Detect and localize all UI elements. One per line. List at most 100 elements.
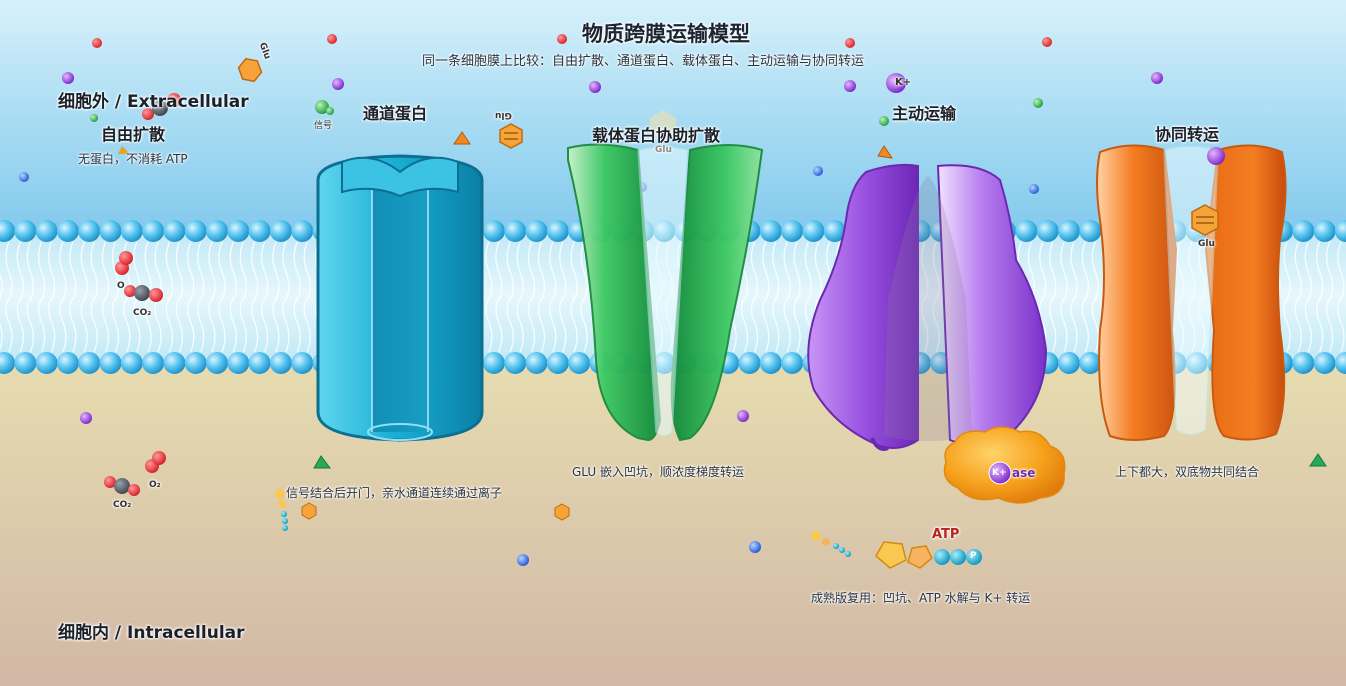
free-diffusion-title: 自由扩散: [101, 125, 166, 144]
lipid-head: [56, 220, 79, 242]
lipid-head: [504, 352, 527, 374]
lipid-head: [1036, 220, 1059, 242]
lipid-head: [802, 220, 825, 242]
co2-molecule-membrane: [124, 285, 163, 302]
lipid-head: [78, 352, 101, 374]
ion-dot: [90, 114, 98, 122]
ion-dot: [737, 410, 749, 422]
lipid-head: [1058, 220, 1080, 242]
ion-dot: [845, 38, 855, 48]
lipid-head: [759, 220, 782, 242]
o2-molecule-membrane: [115, 251, 133, 275]
cotransport-title: 协同转运: [1155, 125, 1220, 144]
active-title: 主动运输: [892, 104, 957, 123]
lipid-head: [14, 352, 37, 374]
lipid-head: [184, 220, 207, 242]
lipid-head: [35, 352, 58, 374]
ion-dot: [879, 116, 889, 126]
glucose-in-carrier-icon: [650, 110, 676, 140]
sodium-potassium-pump: [807, 163, 1048, 451]
co2-molecule-outer: [142, 93, 181, 120]
glu-label-carrier: Glu: [655, 145, 672, 155]
co2-molecule-inner: [104, 476, 140, 496]
atp-label: ATP: [932, 527, 960, 542]
lipid-head: [525, 352, 548, 374]
lipid-head: [291, 352, 314, 374]
lipid-head: [184, 352, 207, 374]
o-label-membrane: O: [117, 281, 125, 291]
lipid-head: [99, 352, 122, 374]
lipid-head: [269, 352, 292, 374]
solute-triangle-5: [1309, 453, 1327, 467]
active-caption: 成熟版复用：凹坑、ATP 水解与 K+ 转运: [811, 591, 1031, 605]
lipid-head: [0, 220, 15, 242]
lipid-head: [248, 220, 271, 242]
lipid-head: [291, 220, 314, 242]
lipid-head: [781, 220, 804, 242]
ion-dot: [589, 81, 601, 93]
ion-dot: [813, 166, 823, 176]
lipid-head: [163, 352, 186, 374]
lipid-head: [56, 352, 79, 374]
channel-gate: [341, 156, 459, 198]
lipid-head: [738, 352, 761, 374]
ion-dot: [1042, 37, 1052, 47]
o2-molecule-inner: [145, 451, 166, 473]
ion-dot: [92, 38, 102, 48]
lipid-head: [504, 220, 527, 242]
solute-triangle-1: [453, 131, 471, 145]
ion-dot: [517, 554, 529, 566]
k-plus-label-outer: K+: [895, 77, 912, 88]
lipid-head: [482, 352, 505, 374]
lipid-head: [206, 352, 228, 374]
atp-molecule: [875, 541, 982, 569]
lipid-head: [78, 220, 101, 242]
ion-dot: [62, 72, 74, 84]
solute-triangle-4: [313, 455, 331, 469]
ion-dot: [844, 80, 856, 92]
lipid-head: [206, 220, 228, 242]
lipid-head: [568, 352, 591, 374]
glucose-outer-icon: [499, 123, 523, 149]
scattered-ions: [19, 34, 1163, 566]
ion-dot: [1151, 72, 1163, 84]
carrier-caption: GLU 嵌入凹坑，顺浓度梯度转运: [572, 465, 744, 479]
lipid-head: [823, 220, 846, 242]
lipid-head: [0, 352, 15, 374]
cotransport-caption: 上下都大，双底物共同结合: [1115, 465, 1260, 479]
lipid-head: [35, 220, 58, 242]
hexagon-inner-icon-2: [554, 503, 570, 521]
lipid-head: [248, 352, 271, 374]
lipid-head: [120, 220, 143, 242]
carrier-protein: [567, 110, 764, 442]
atpase-label: ase: [1012, 466, 1036, 480]
lipid-head: [227, 352, 250, 374]
lipid-head: [482, 220, 505, 242]
solute-triangle-2: [877, 145, 894, 159]
lipid-head: [1015, 220, 1038, 242]
lipid-head: [1334, 352, 1346, 374]
solute-triangle-3: [118, 146, 130, 154]
ion-dot: [80, 412, 92, 424]
potassium-ion-outer: [886, 73, 906, 93]
atp-small-pump: [811, 531, 851, 557]
channel-caption: 信号结合后开门，亲水通道连续通过离子: [286, 486, 503, 500]
ion-dot: [332, 78, 344, 90]
lipid-head: [759, 352, 782, 374]
ion-dot: [749, 541, 761, 553]
lipid-head: [1313, 352, 1336, 374]
lipid-head: [781, 352, 804, 374]
ion-dot: [327, 34, 337, 44]
lipid-head: [14, 220, 37, 242]
channel-protein: [316, 154, 484, 442]
signal-label: 信号: [314, 121, 333, 131]
extracellular-label: 细胞外 / Extracellular: [58, 92, 249, 112]
atp-small-channel: [275, 489, 288, 531]
lipid-head: [1292, 220, 1315, 242]
glucose-rotated-icon: [237, 57, 263, 83]
lipid-head: [142, 352, 165, 374]
lipid-head: [120, 352, 143, 374]
lipid-head: [163, 220, 186, 242]
page-subtitle: 同一条细胞膜上比较：自由扩散、通道蛋白、载体蛋白、主动运输与协同转运: [422, 54, 865, 69]
